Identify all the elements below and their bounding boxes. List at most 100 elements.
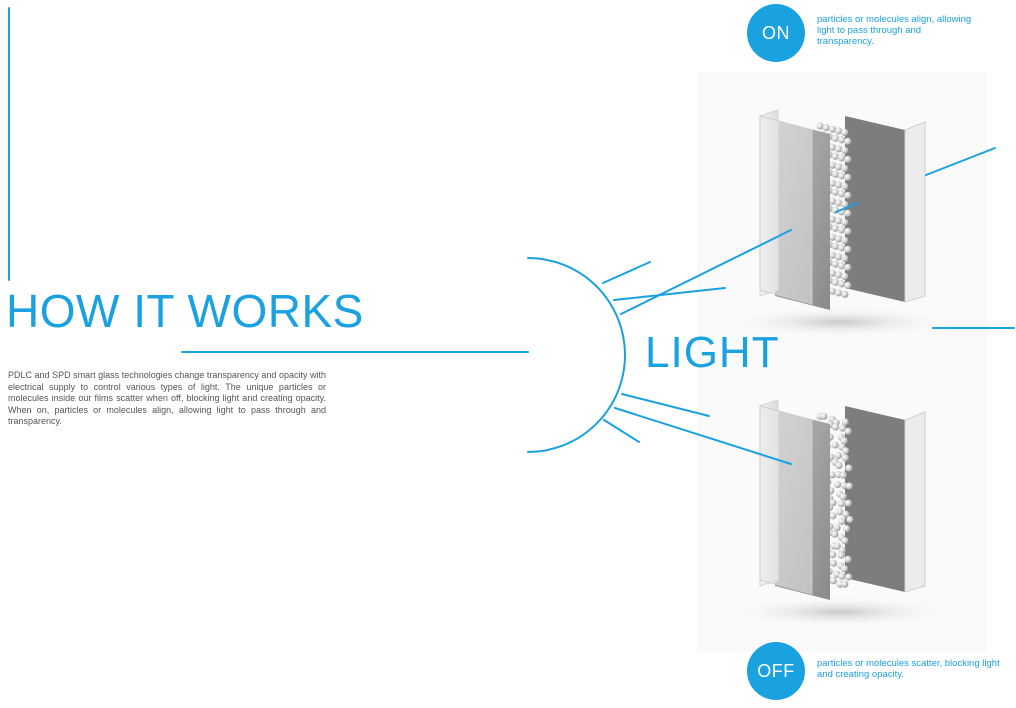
particle-sphere (838, 172, 846, 180)
light-source-arc (527, 257, 626, 453)
glass-off-back-glass (904, 411, 926, 593)
particle-sphere (841, 254, 849, 262)
particle-sphere (841, 218, 849, 226)
particle-sphere (841, 182, 849, 190)
particle-sphere (835, 181, 843, 189)
particle-sphere (841, 290, 849, 298)
particle-sphere (831, 530, 839, 538)
particle-sphere (838, 262, 846, 270)
particle-sphere (828, 269, 837, 277)
particle-sphere (841, 580, 849, 588)
particle-sphere (836, 508, 844, 516)
particle-sphere (829, 551, 837, 559)
particle-sphere (835, 253, 843, 261)
particle-sphere (835, 217, 843, 225)
particle-sphere (834, 451, 843, 460)
particle-sphere (835, 235, 843, 243)
particle-sphere (840, 437, 848, 445)
particle-sphere (844, 209, 852, 217)
on-particle-pointer (835, 202, 859, 213)
particle-sphere (844, 499, 852, 507)
particle-sphere (842, 525, 851, 533)
particle-sphere (829, 512, 837, 520)
particle-sphere (828, 287, 837, 295)
particle-sphere (842, 447, 850, 455)
particle-sphere (838, 244, 846, 252)
particle-sphere (839, 471, 848, 479)
particle-sphere (831, 134, 840, 142)
glass-off-glass-layer (759, 405, 813, 595)
page-title: HOW IT WORKS (6, 285, 364, 337)
particle-sphere (841, 200, 849, 208)
particle-sphere (828, 233, 837, 241)
particle-sphere (841, 565, 849, 573)
particle-sphere (828, 215, 837, 223)
glass-off-shadow (720, 596, 960, 628)
particle-sphere (837, 500, 845, 508)
particle-sphere (844, 155, 852, 163)
light-ray-on-beam (620, 229, 792, 315)
on-right-callout-line (925, 147, 996, 176)
particle-sphere (841, 164, 849, 172)
glass-on-back-glass (904, 121, 926, 303)
off-badge: OFF (747, 642, 805, 700)
glass-on-back-pane (845, 116, 905, 302)
particle-sphere (828, 161, 837, 169)
light-ray-1 (602, 261, 651, 284)
particle-sphere (841, 146, 849, 154)
particle-sphere (831, 260, 840, 268)
particle-sphere (838, 190, 846, 198)
particle-sphere (841, 454, 850, 462)
particle-sphere (835, 127, 843, 135)
glass-on-shadow (720, 306, 960, 338)
line-art (8, 7, 1015, 465)
off-note: particles or molecules scatter, blocking… (817, 658, 1000, 680)
particle-sphere (835, 163, 843, 171)
particle-sphere (841, 418, 849, 426)
particle-sphere (838, 136, 846, 144)
particle-sphere (845, 573, 853, 581)
particle-sphere (835, 461, 843, 469)
particle-sphere (831, 242, 840, 250)
particle-sphere (831, 170, 840, 178)
particle-sphere (845, 464, 853, 472)
particle-sphere (831, 152, 840, 160)
glass-on-glass-layer (759, 115, 813, 305)
particle-sphere (844, 427, 852, 435)
glass-off-back-pane (845, 406, 905, 592)
light-ray-3 (621, 393, 710, 417)
particle-sphere (844, 227, 852, 235)
description-text: PDLC and SPD smart glass technologies ch… (8, 370, 326, 426)
particle-sphere (833, 542, 841, 550)
particle-sphere (822, 124, 830, 132)
particle-sphere (842, 510, 850, 518)
particle-sphere (828, 197, 837, 205)
particle-sphere (835, 271, 843, 279)
particle-sphere (828, 143, 837, 151)
particle-sphere (839, 493, 848, 501)
light-ray-2 (613, 287, 726, 301)
particle-sphere (834, 480, 842, 489)
particle-sphere (838, 226, 846, 234)
particle-sphere (831, 441, 839, 449)
particle-sphere (831, 278, 840, 286)
particle-sphere (844, 555, 852, 564)
particle-sphere (844, 173, 852, 181)
particle-sphere (844, 263, 852, 271)
particle-sphere (845, 482, 853, 490)
particle-sphere (831, 188, 840, 196)
particle-sphere (828, 125, 837, 133)
particle-sphere (828, 251, 837, 259)
particle-sphere (828, 179, 837, 187)
particle-sphere (835, 199, 843, 207)
particle-sphere (838, 280, 846, 288)
light-ray-4 (603, 419, 640, 443)
particle-sphere (841, 272, 849, 280)
particle-sphere (841, 537, 849, 545)
particle-sphere (831, 423, 840, 431)
particle-sphere (831, 224, 840, 232)
particle-sphere (828, 471, 836, 479)
particle-sphere (833, 524, 841, 532)
particle-sphere (838, 154, 846, 162)
